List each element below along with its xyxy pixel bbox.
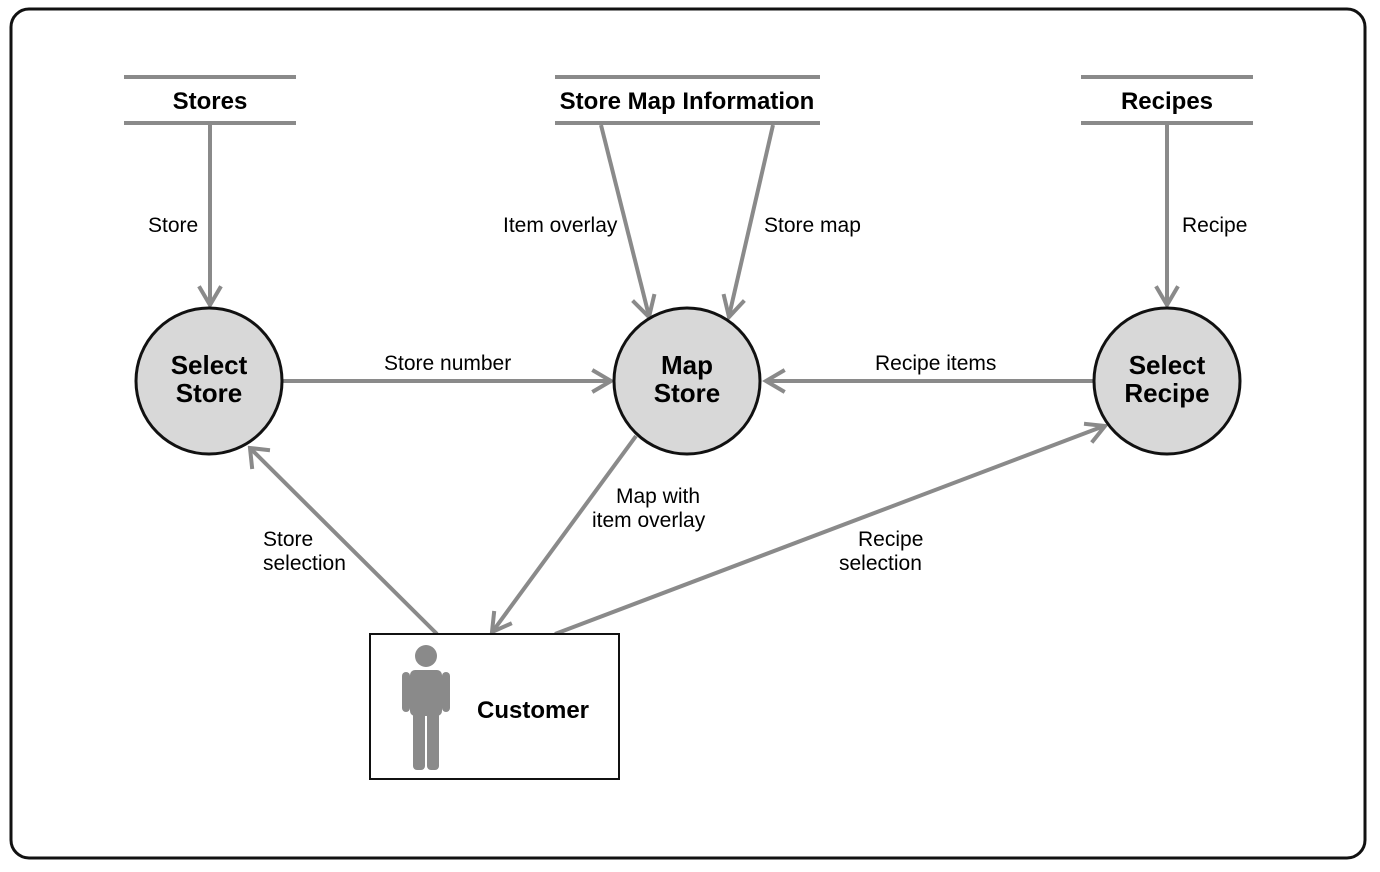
- flow-store: [197, 125, 223, 309]
- flow-recipe-selection: [554, 421, 1109, 636]
- flow-store-selection-label-line1: Store: [263, 528, 313, 551]
- process-select-recipe-line1: Select: [1129, 350, 1206, 380]
- flow-store-map: [721, 124, 775, 322]
- flow-map-with-item-overlay-label-line1: Map with: [616, 485, 700, 508]
- process-map-store[interactable]: Map Store: [612, 306, 762, 456]
- flow-map-with-item-overlay: [489, 434, 638, 636]
- process-select-recipe-line2: Recipe: [1124, 378, 1209, 408]
- flow-store-selection-label-line2: selection: [263, 552, 346, 575]
- flow-recipe-items: [762, 368, 1094, 394]
- flow-recipe-selection-label-line1: Recipe: [858, 528, 923, 551]
- flow-map-with-item-overlay-label-line2: item overlay: [592, 509, 706, 532]
- person-icon: [402, 645, 450, 770]
- process-map-store-line2: Store: [654, 378, 720, 408]
- flow-recipe-items-label: Recipe items: [875, 352, 996, 375]
- flow-store-label: Store: [148, 214, 198, 237]
- process-select-store-line1: Select: [171, 350, 248, 380]
- flow-recipe: [1154, 125, 1180, 309]
- process-select-recipe[interactable]: Select Recipe: [1092, 306, 1242, 456]
- process-select-store-line2: Store: [176, 378, 242, 408]
- data-store-store-map-information[interactable]: Store Map Information: [555, 75, 820, 125]
- entity-customer-label: Customer: [477, 697, 589, 724]
- process-map-store-line1: Map: [661, 350, 713, 380]
- data-store-stores-label: Stores: [173, 88, 248, 115]
- flow-store-number-label: Store number: [384, 352, 511, 375]
- flow-item-overlay-label: Item overlay: [503, 214, 618, 237]
- data-store-store-map-information-label: Store Map Information: [560, 88, 815, 115]
- flow-store-number: [283, 368, 615, 394]
- flow-store-selection: [247, 445, 439, 636]
- data-store-stores[interactable]: Stores: [124, 75, 296, 125]
- flow-store-map-label: Store map: [764, 214, 861, 237]
- flow-recipe-selection-label-line2: selection: [839, 552, 922, 575]
- flow-recipe-label: Recipe: [1182, 214, 1247, 237]
- data-store-recipes-label: Recipes: [1121, 88, 1213, 115]
- data-store-recipes[interactable]: Recipes: [1081, 75, 1253, 125]
- entity-customer[interactable]: Customer: [369, 633, 620, 780]
- process-select-store[interactable]: Select Store: [134, 306, 284, 456]
